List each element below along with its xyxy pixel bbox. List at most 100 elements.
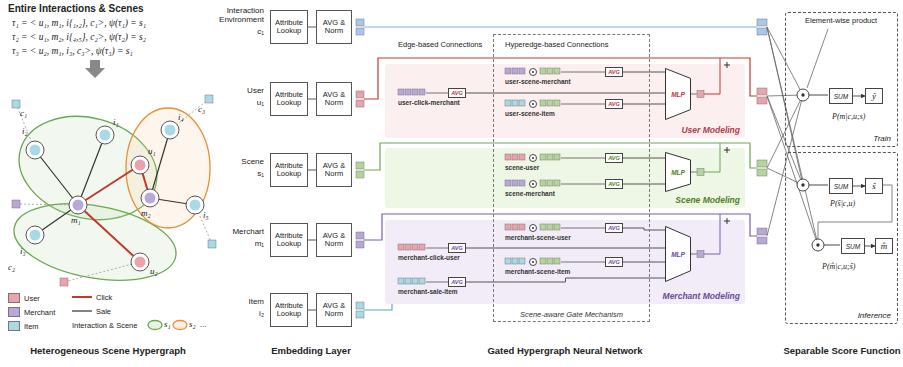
relation-label: merchant-scene-user xyxy=(505,234,571,241)
entity-glyph xyxy=(135,160,146,171)
text-label: τ₂ = < u₁, m₂, i{₄,₅}, c₂>, ψ(τ₂) = s₂ xyxy=(12,32,146,42)
product-dot xyxy=(532,183,534,185)
legend-text: Interaction & Scene xyxy=(72,321,137,330)
band-ground xyxy=(385,148,745,208)
vector-cell xyxy=(356,91,364,98)
node-text: AVG xyxy=(451,90,463,96)
vector-cell xyxy=(512,258,518,264)
node-text: ŷ xyxy=(872,91,876,101)
text-label: c₁ xyxy=(20,108,27,118)
gate-region: Scene-aware Gate Mechanism xyxy=(493,34,650,322)
text-label: Interaction Environment xyxy=(202,7,264,25)
legend-item: Item xyxy=(8,321,39,331)
connector xyxy=(623,104,665,105)
text-label: Item xyxy=(248,298,264,307)
vector-cell xyxy=(547,100,553,106)
panel-title: Separable Score Function xyxy=(783,345,900,356)
vector-cell xyxy=(519,224,525,230)
legend-text: Merchant xyxy=(24,308,55,317)
node-text: AVG xyxy=(608,181,620,187)
node-text: Scene Modeling xyxy=(675,195,740,205)
text-label: P(ŝ|c,u) xyxy=(830,199,855,208)
connector xyxy=(865,246,875,247)
entity-glyph xyxy=(135,257,146,268)
panel-title: Embedding Layer xyxy=(271,345,351,356)
connector xyxy=(466,248,665,249)
legend-swatch xyxy=(8,321,20,331)
avg-box: AVG xyxy=(448,277,466,287)
wire xyxy=(364,214,757,240)
mlp-trapezoid: MLP xyxy=(665,68,691,120)
vector-cell xyxy=(540,68,546,74)
vector-cell xyxy=(757,19,767,26)
click-edge xyxy=(78,165,140,205)
attribute-cell xyxy=(12,200,20,208)
product-dot xyxy=(801,93,804,96)
legend-item: Sale xyxy=(96,307,111,316)
connector xyxy=(466,93,665,94)
entity-icon xyxy=(186,196,204,214)
connector xyxy=(308,99,316,100)
norm-box: AVG & Norm xyxy=(316,10,352,44)
vector-cell xyxy=(356,162,364,169)
product-dot xyxy=(532,261,534,263)
avg-box: AVG xyxy=(605,99,623,109)
node-text: Attribute Lookup xyxy=(272,162,306,179)
vector-cell xyxy=(757,160,767,167)
entity-glyph xyxy=(73,200,84,211)
vector-cell xyxy=(697,169,704,176)
text-label: τ₁ = < u₁, m₁, i{₁,₂}, c₁>, ψ(τ₁) = s₁ xyxy=(12,18,146,28)
wire xyxy=(704,214,720,254)
product-symbol xyxy=(797,89,809,101)
wire xyxy=(767,96,818,245)
avg-box: AVG xyxy=(605,67,623,77)
text-label: User xyxy=(247,87,264,96)
text-label: Edge-based Connections xyxy=(398,40,482,49)
wire xyxy=(704,143,720,172)
legend-line xyxy=(72,296,92,298)
lookup-box: Attribute Lookup xyxy=(270,293,308,327)
output-box: ŷ xyxy=(865,88,883,104)
vector-cell xyxy=(512,100,518,106)
attribute-cell xyxy=(208,240,216,248)
vector-cell xyxy=(356,241,364,248)
text-label: s₂ xyxy=(189,319,196,329)
vector-cell xyxy=(540,180,546,186)
text-label: c₃ xyxy=(198,104,205,114)
text-label: P(m̂|c,u;ŝ) xyxy=(822,262,856,271)
avg-box: AVG xyxy=(448,243,466,253)
wire xyxy=(364,143,757,170)
node-text: Attribute Lookup xyxy=(272,91,306,108)
leader-line xyxy=(807,29,828,88)
vector-cell xyxy=(519,100,525,106)
relation-label: merchant-scene-item xyxy=(505,268,570,275)
vector-cell xyxy=(505,224,511,230)
node-text: Attribute Lookup xyxy=(272,19,306,36)
vector-cell xyxy=(554,68,560,74)
lookup-box: Attribute Lookup xyxy=(270,223,308,257)
connector xyxy=(623,72,665,73)
vector-cell xyxy=(419,278,425,284)
text-label: m₂ xyxy=(141,208,151,218)
phase-region: InferenceSUMŝSUMm̂ xyxy=(785,152,898,324)
vector-cell xyxy=(757,228,767,235)
product-symbol xyxy=(812,239,824,251)
vector-cell xyxy=(757,88,767,95)
text-label: m₁ xyxy=(255,240,264,249)
text-label: i₅ xyxy=(203,210,209,220)
entity-icon xyxy=(26,226,44,244)
connector xyxy=(308,310,316,311)
entity-icon xyxy=(131,156,149,174)
lookup-box: Attribute Lookup xyxy=(270,153,308,187)
wire xyxy=(561,184,605,185)
node-text: AVG xyxy=(608,69,620,75)
vector-cell xyxy=(412,278,418,284)
wire xyxy=(426,93,448,94)
legend-line xyxy=(72,310,92,311)
connector xyxy=(308,240,316,241)
text-label: ... xyxy=(200,319,207,329)
sum-box: SUM xyxy=(829,88,853,104)
node-text: AVG xyxy=(608,259,620,265)
node-text: AVG & Norm xyxy=(318,91,350,108)
node-text: AVG xyxy=(608,225,620,231)
